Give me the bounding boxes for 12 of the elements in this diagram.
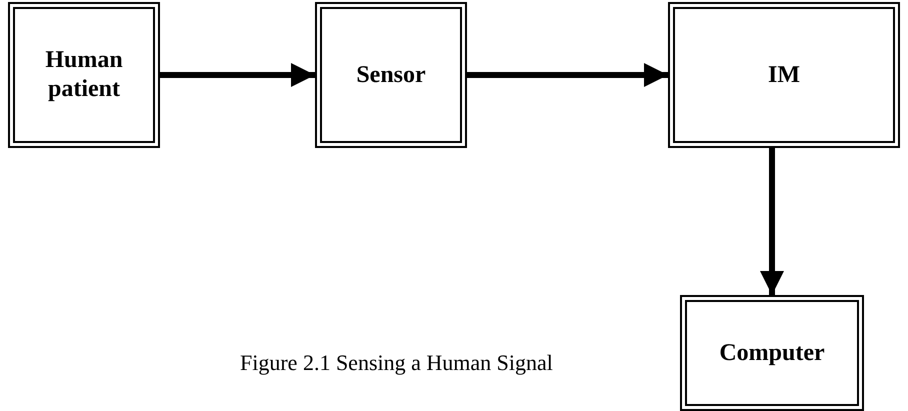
process-box — [315, 2, 467, 148]
process-box — [680, 295, 864, 411]
arrow — [160, 63, 315, 87]
box-label: Human patient — [44, 46, 124, 104]
arrow — [467, 63, 668, 87]
figure-caption: Figure 2.1 Sensing a Human Signal — [240, 350, 553, 376]
process-box — [8, 2, 160, 148]
box-label: Computer — [719, 338, 825, 368]
arrow — [760, 148, 784, 295]
box-label: IM — [768, 60, 800, 90]
box-label: Sensor — [356, 60, 426, 90]
process-box — [668, 2, 900, 148]
